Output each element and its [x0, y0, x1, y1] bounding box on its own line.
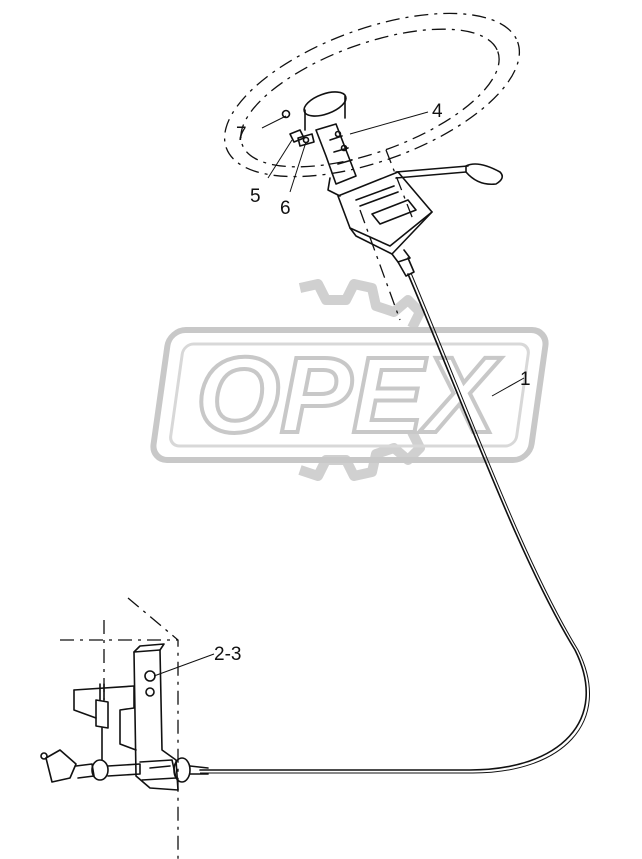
lower-frame — [60, 597, 179, 859]
callout-5: 5 — [250, 186, 261, 207]
callout-7: 7 — [236, 124, 247, 145]
callout-2-3: 2-3 — [214, 644, 241, 665]
steering-column-assembly — [297, 91, 357, 197]
watermark-frame-inner — [169, 342, 530, 448]
rod-end-linkage — [40, 749, 209, 783]
leader-lines — [153, 111, 525, 677]
opex-watermark: OPEX — [150, 279, 549, 481]
watermark-gear — [298, 279, 425, 481]
shift-lever — [395, 163, 504, 186]
control-cable — [199, 272, 590, 774]
watermark-text: OPEX — [196, 334, 502, 455]
callout-1: 1 — [520, 369, 531, 390]
watermark-frame-outer — [150, 327, 549, 463]
column-centerline-upper — [385, 149, 415, 223]
column-centerline — [359, 209, 401, 321]
steering-wheel — [223, 12, 521, 178]
control-box — [337, 171, 433, 277]
callout-4: 4 — [432, 101, 443, 122]
lower-bracket — [73, 643, 179, 791]
callout-6: 6 — [280, 198, 291, 219]
